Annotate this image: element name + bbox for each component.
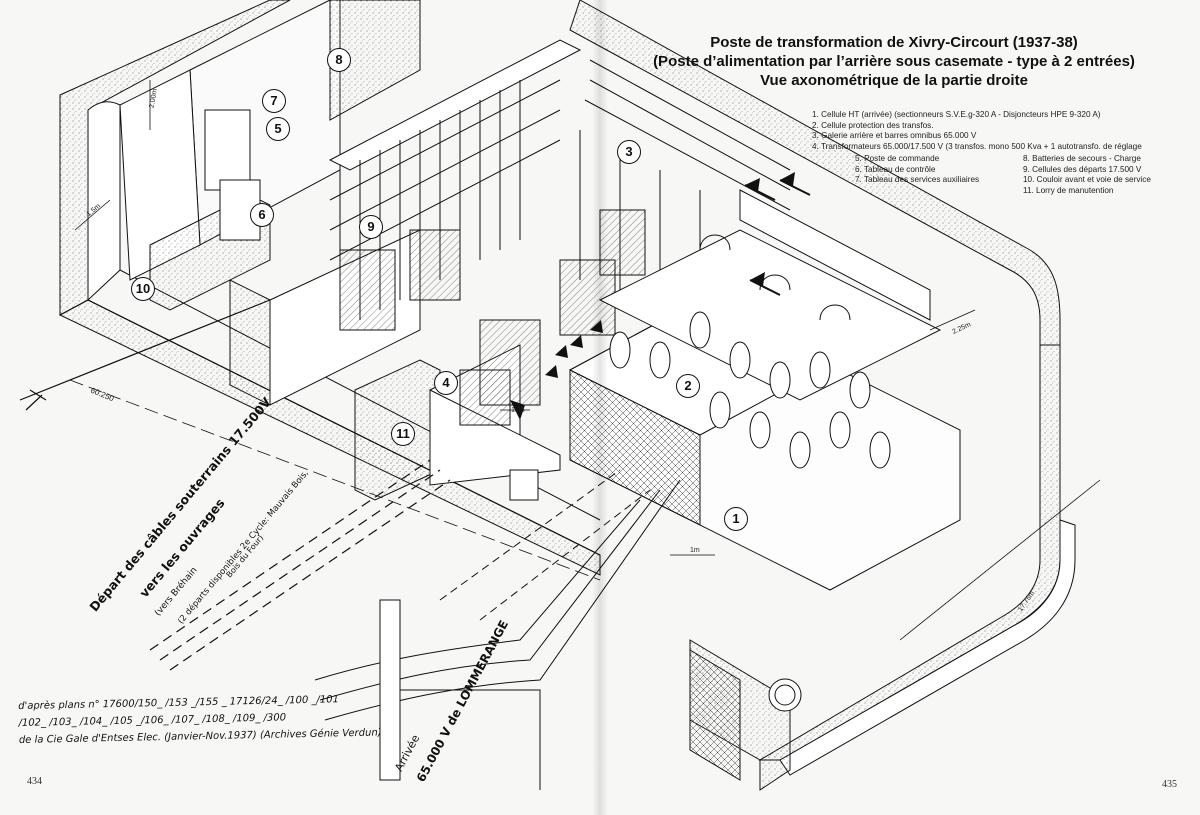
legend-item: 2. Cellule protection des transfos. xyxy=(812,120,934,130)
marker-10: 10 xyxy=(131,277,155,301)
marker-9: 9 xyxy=(359,215,383,239)
book-gutter xyxy=(592,0,608,815)
title-line-2: (Poste d’alimentation par l’arrière sous… xyxy=(653,53,1135,70)
ht-cells xyxy=(568,229,961,591)
marker-2: 2 xyxy=(676,374,700,398)
title-block: Poste de transformation de Xivry-Circour… xyxy=(600,33,1188,90)
marker-6: 6 xyxy=(250,203,274,227)
title-line-1: Poste de transformation de Xivry-Circour… xyxy=(710,34,1078,51)
legend-item: 8. Batteries de secours - Charge xyxy=(1023,154,1141,163)
marker-4: 4 xyxy=(434,371,458,395)
legend-item: 3. Galerie arrière et barres omnibus 65.… xyxy=(812,131,977,140)
legend-item: 5. Poste de commande xyxy=(855,154,940,163)
marker-7: 7 xyxy=(262,89,286,113)
legend-item: 6. Tableau de contrôle xyxy=(855,164,936,174)
legend-column-left: 5. Poste de commande 6. Tableau de contr… xyxy=(855,154,979,186)
legend-main: 1. Cellule HT (arrivée) (sectionneurs S.… xyxy=(812,110,1142,152)
legend-item: 7. Tableau des services auxiliaires xyxy=(855,175,980,184)
legend-item: 4. Transformateurs 65.000/17.500 V (3 tr… xyxy=(812,141,1142,151)
legend-item: 9. Cellules des départs 17.500 V xyxy=(1023,164,1142,174)
dimension-label: 1.25 xyxy=(511,407,525,414)
dimension-lines xyxy=(69,80,1101,641)
direction-arrows xyxy=(510,172,811,420)
arrival-cables xyxy=(314,469,802,790)
source-credits: d'après plans n° 17600/150_ /153 _/155 _… xyxy=(18,690,382,749)
marker-5: 5 xyxy=(266,117,290,141)
legend-item: 10. Couloir avant et voie de service xyxy=(1023,175,1151,184)
command-building xyxy=(119,0,561,501)
legend-column-right: 8. Batteries de secours - Charge 9. Cell… xyxy=(1023,154,1151,196)
legend-item: 1. Cellule HT (arrivée) (sectionneurs S.… xyxy=(812,110,1101,119)
marker-1: 1 xyxy=(724,507,748,531)
marker-11: 11 xyxy=(391,422,415,446)
transformers xyxy=(339,209,646,426)
page-number-right: 435 xyxy=(1162,779,1177,790)
dimension-label: 1m xyxy=(690,547,700,554)
marker-8: 8 xyxy=(327,48,351,72)
page-number-left: 434 xyxy=(27,776,42,787)
legend-item: 11. Lorry de manutention xyxy=(1023,185,1114,195)
marker-3: 3 xyxy=(617,140,641,164)
title-line-3: Vue axonométrique de la partie droite xyxy=(760,72,1028,89)
